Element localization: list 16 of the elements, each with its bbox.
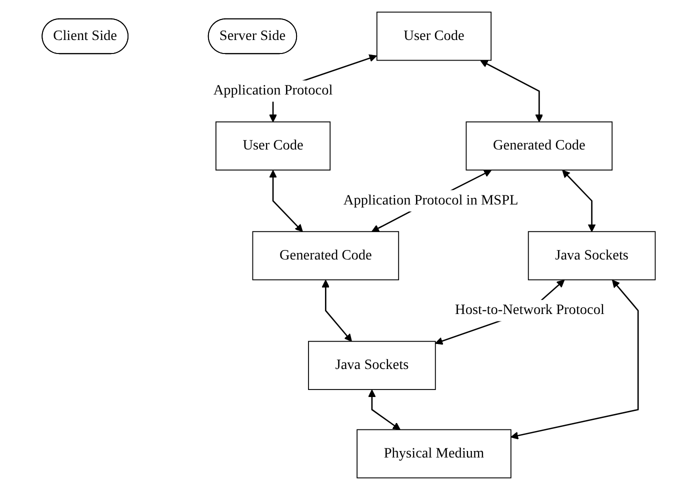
node-box: User Code (376, 11, 492, 60)
arrow (322, 279, 352, 342)
arrow (269, 170, 304, 232)
arrow (562, 169, 596, 232)
node-box: Java Sockets (308, 340, 436, 390)
edge-label: Application Protocol (214, 82, 334, 98)
node-box: Generated Code (466, 120, 613, 170)
node-box: Generated Code (252, 230, 400, 280)
node-box: Java Sockets (528, 230, 656, 280)
arrow (480, 60, 544, 122)
arrow (368, 389, 401, 430)
node-box: Physical Medium (356, 428, 512, 478)
arrow (510, 279, 640, 439)
node-box: User Code (216, 120, 331, 170)
edge-label: Host-to-Network Protocol (455, 302, 605, 318)
edge-label: Application Protocol in MSPL (344, 192, 519, 208)
